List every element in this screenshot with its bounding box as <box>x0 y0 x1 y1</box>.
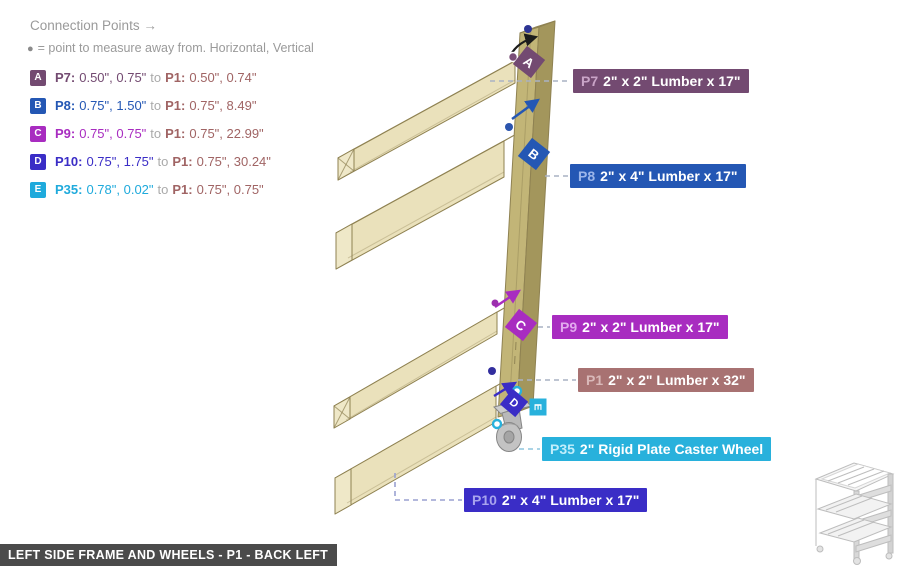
badge-b: B <box>30 97 46 114</box>
view-title-bar: LEFT SIDE FRAME AND WHEELS - P1 - BACK L… <box>0 544 338 566</box>
target-offsets: 0.75", 22.99" <box>189 126 264 141</box>
target-ref: P1: <box>172 182 193 197</box>
part-id: P7 <box>581 73 599 89</box>
target-ref: P1: <box>172 154 193 169</box>
svg-text:E: E <box>532 403 544 410</box>
part-id: P8 <box>578 168 596 184</box>
part-ref: P8: <box>55 98 76 113</box>
badge-d: D <box>30 153 46 170</box>
connection-row-b: B P8: 0.75", 1.50" to P1: 0.75", 8.49" <box>30 97 260 114</box>
measure-point-icon: ● <box>27 43 34 55</box>
target-offsets: 0.75", 30.24" <box>196 154 271 169</box>
to-word: to <box>150 126 162 141</box>
to-word: to <box>150 98 162 113</box>
to-word: to <box>157 182 169 197</box>
part-desc: 2" Rigid Plate Caster Wheel <box>579 441 764 457</box>
assembly-thumbnail <box>814 462 895 565</box>
target-offsets: 0.50", 0.74" <box>189 70 257 85</box>
lumber-rail-p9 <box>333 302 514 429</box>
part-id: P9 <box>560 319 578 335</box>
to-word: to <box>157 154 169 169</box>
badge-a-marker: A <box>512 45 546 79</box>
target-offsets: 0.75", 0.75" <box>196 182 264 197</box>
part-desc: 2" x 4" Lumber x 17" <box>501 492 640 508</box>
badge-c: C <box>30 125 46 142</box>
part-desc: 2" x 4" Lumber x 17" <box>600 168 738 184</box>
target-ref: P1: <box>165 70 186 85</box>
dot-b <box>505 123 513 131</box>
part-offsets: 0.75", 0.75" <box>79 126 147 141</box>
part-offsets: 0.78", 0.02" <box>86 182 154 197</box>
part-id: P1 <box>586 372 604 388</box>
to-word: to <box>150 70 162 85</box>
badge-d-marker: D <box>499 388 529 418</box>
legend-note: ●= point to measure away from. Horizonta… <box>27 41 314 55</box>
arrow-d <box>493 381 518 398</box>
post-p1 <box>497 20 556 418</box>
lumber-rail-p7 <box>337 51 532 181</box>
arrow-c <box>494 289 521 308</box>
dot-e-bottom <box>491 418 503 430</box>
part-ref: P7: <box>55 70 76 85</box>
dot-c <box>491 299 499 307</box>
badge-e: E <box>30 181 46 198</box>
badge-b-marker: B <box>517 137 551 171</box>
part-desc: 2" x 2" Lumber x 17" <box>582 319 720 335</box>
part-desc: 2" x 2" Lumber x 17" <box>603 73 741 89</box>
dot-a-target <box>524 25 532 33</box>
connection-row-c: C P9: 0.75", 0.75" to P1: 0.75", 22.99" <box>30 125 268 142</box>
target-offsets: 0.75", 8.49" <box>189 98 257 113</box>
arrow-b <box>511 98 540 120</box>
connection-row-d: D P10: 0.75", 1.75" to P1: 0.75", 30.24" <box>30 153 275 170</box>
dot-a-source <box>507 51 519 63</box>
target-ref: P1: <box>165 98 186 113</box>
legend-title: Connection Points → <box>30 18 157 33</box>
leader-lines <box>394 80 576 501</box>
target-ref: P1: <box>165 126 186 141</box>
part-ref: P10: <box>55 154 83 169</box>
badge-e-marker: E <box>529 398 547 416</box>
legend-note-text: = point to measure away from. Horizontal… <box>37 41 314 55</box>
part-ref: P9: <box>55 126 76 141</box>
part-id: P10 <box>472 492 497 508</box>
leader-p10 <box>394 473 462 501</box>
part-desc: 2" x 2" Lumber x 32" <box>608 372 746 388</box>
connection-dots <box>488 25 532 430</box>
badge-c-marker: C <box>504 308 538 342</box>
part-offsets: 0.50", 0.75" <box>79 70 147 85</box>
connection-row-a: A P7: 0.50", 0.75" to P1: 0.50", 0.74" <box>30 69 260 86</box>
badge-a: A <box>30 69 46 86</box>
dot-d <box>488 367 496 375</box>
part-ref: P35: <box>55 182 83 197</box>
part-id: P35 <box>550 441 575 457</box>
part-offsets: 0.75", 1.75" <box>86 154 154 169</box>
connection-row-e: E P35: 0.78", 0.02" to P1: 0.75", 0.75" <box>30 181 268 198</box>
part-offsets: 0.75", 1.50" <box>79 98 147 113</box>
